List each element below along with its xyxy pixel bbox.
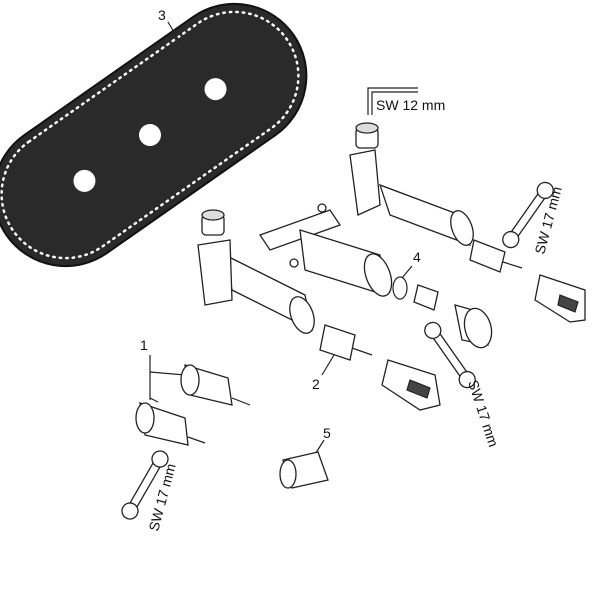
nipple [413, 284, 439, 311]
extension-1b [135, 402, 206, 446]
allen-key-icon [367, 87, 418, 115]
nut [454, 304, 493, 349]
label-wrench-middle: SW 17 mm [465, 378, 502, 449]
leader-line-1 [149, 355, 186, 403]
extension-1a [180, 364, 251, 406]
gasket-hole [73, 169, 96, 192]
label-wrench-top: SW 12 mm [376, 97, 445, 113]
extension-piece [279, 451, 329, 489]
handle-cap-middle [381, 359, 441, 411]
wrench-icon [424, 321, 476, 389]
cartridge-right [469, 239, 523, 273]
label-part-3: 3 [158, 7, 166, 23]
label-part-2: 2 [312, 376, 320, 392]
leader-line-2 [321, 354, 335, 376]
gasket-hole [139, 124, 161, 146]
gasket-plate [0, 2, 308, 268]
leader-line-3 [167, 21, 181, 43]
cartridge-2 [319, 324, 373, 361]
label-part-1: 1 [140, 337, 148, 353]
gasket-hole [204, 78, 227, 101]
label-part-4: 4 [413, 249, 421, 265]
leader-line-4 [401, 265, 413, 279]
wrench-icon [121, 450, 169, 520]
handle-cap-right [534, 274, 586, 323]
label-part-5: 5 [323, 425, 331, 441]
o-ring [392, 276, 408, 300]
wrench-icon [502, 181, 554, 249]
valve-body [197, 122, 474, 334]
